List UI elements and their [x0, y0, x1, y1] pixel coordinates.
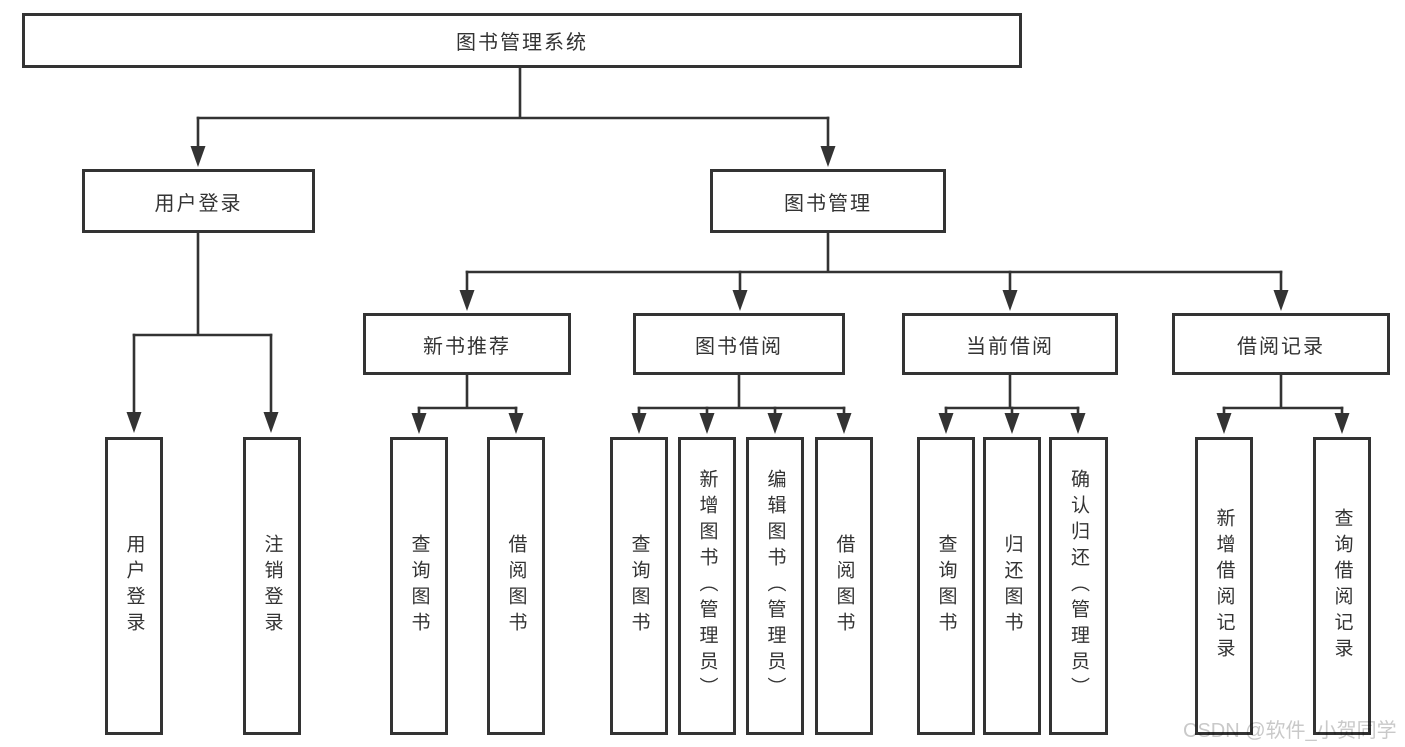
connector-book-borrow-to-leaves — [631, 372, 852, 434]
node-book-borrow: 图书借阅 — [633, 313, 845, 375]
leaf-query-books-recommend: 查询图书 — [390, 437, 448, 735]
leaf-query-borrow-record: 查询借阅记录 — [1313, 437, 1371, 735]
leaf-borrow-books: 借阅图书 — [815, 437, 873, 735]
node-new-book-recommend: 新书推荐 — [363, 313, 571, 375]
connector-user-login-to-leaves — [126, 230, 279, 433]
node-book-management: 图书管理 — [710, 169, 946, 233]
node-library-management-system: 图书管理系统 — [22, 13, 1022, 68]
leaf-confirm-return-admin: 确认归还（管理员） — [1049, 437, 1108, 735]
leaf-return-books: 归还图书 — [983, 437, 1041, 735]
csdn-watermark: CSDN @软件_小贺同学 — [1183, 720, 1397, 742]
leaf-logout: 注销登录 — [243, 437, 301, 735]
connector-book-management-to-level3 — [459, 229, 1289, 311]
connector-root-to-level2 — [190, 66, 836, 167]
leaf-edit-books-admin: 编辑图书（管理员） — [746, 437, 804, 735]
leaf-borrow-books-recommend: 借阅图书 — [487, 437, 545, 735]
leaf-user-login: 用户登录 — [105, 437, 163, 735]
leaf-query-books-borrow: 查询图书 — [610, 437, 668, 735]
node-user-login: 用户登录 — [82, 169, 315, 233]
node-borrow-record: 借阅记录 — [1172, 313, 1390, 375]
connector-current-borrow-to-leaves — [938, 372, 1086, 434]
connector-new-book-to-leaves — [411, 372, 524, 434]
leaf-query-books-current: 查询图书 — [917, 437, 975, 735]
leaf-add-borrow-record: 新增借阅记录 — [1195, 437, 1253, 735]
connector-borrow-record-to-leaves — [1216, 372, 1350, 434]
leaf-add-books-admin: 新增图书（管理员） — [678, 437, 736, 735]
node-current-borrow: 当前借阅 — [902, 313, 1118, 375]
